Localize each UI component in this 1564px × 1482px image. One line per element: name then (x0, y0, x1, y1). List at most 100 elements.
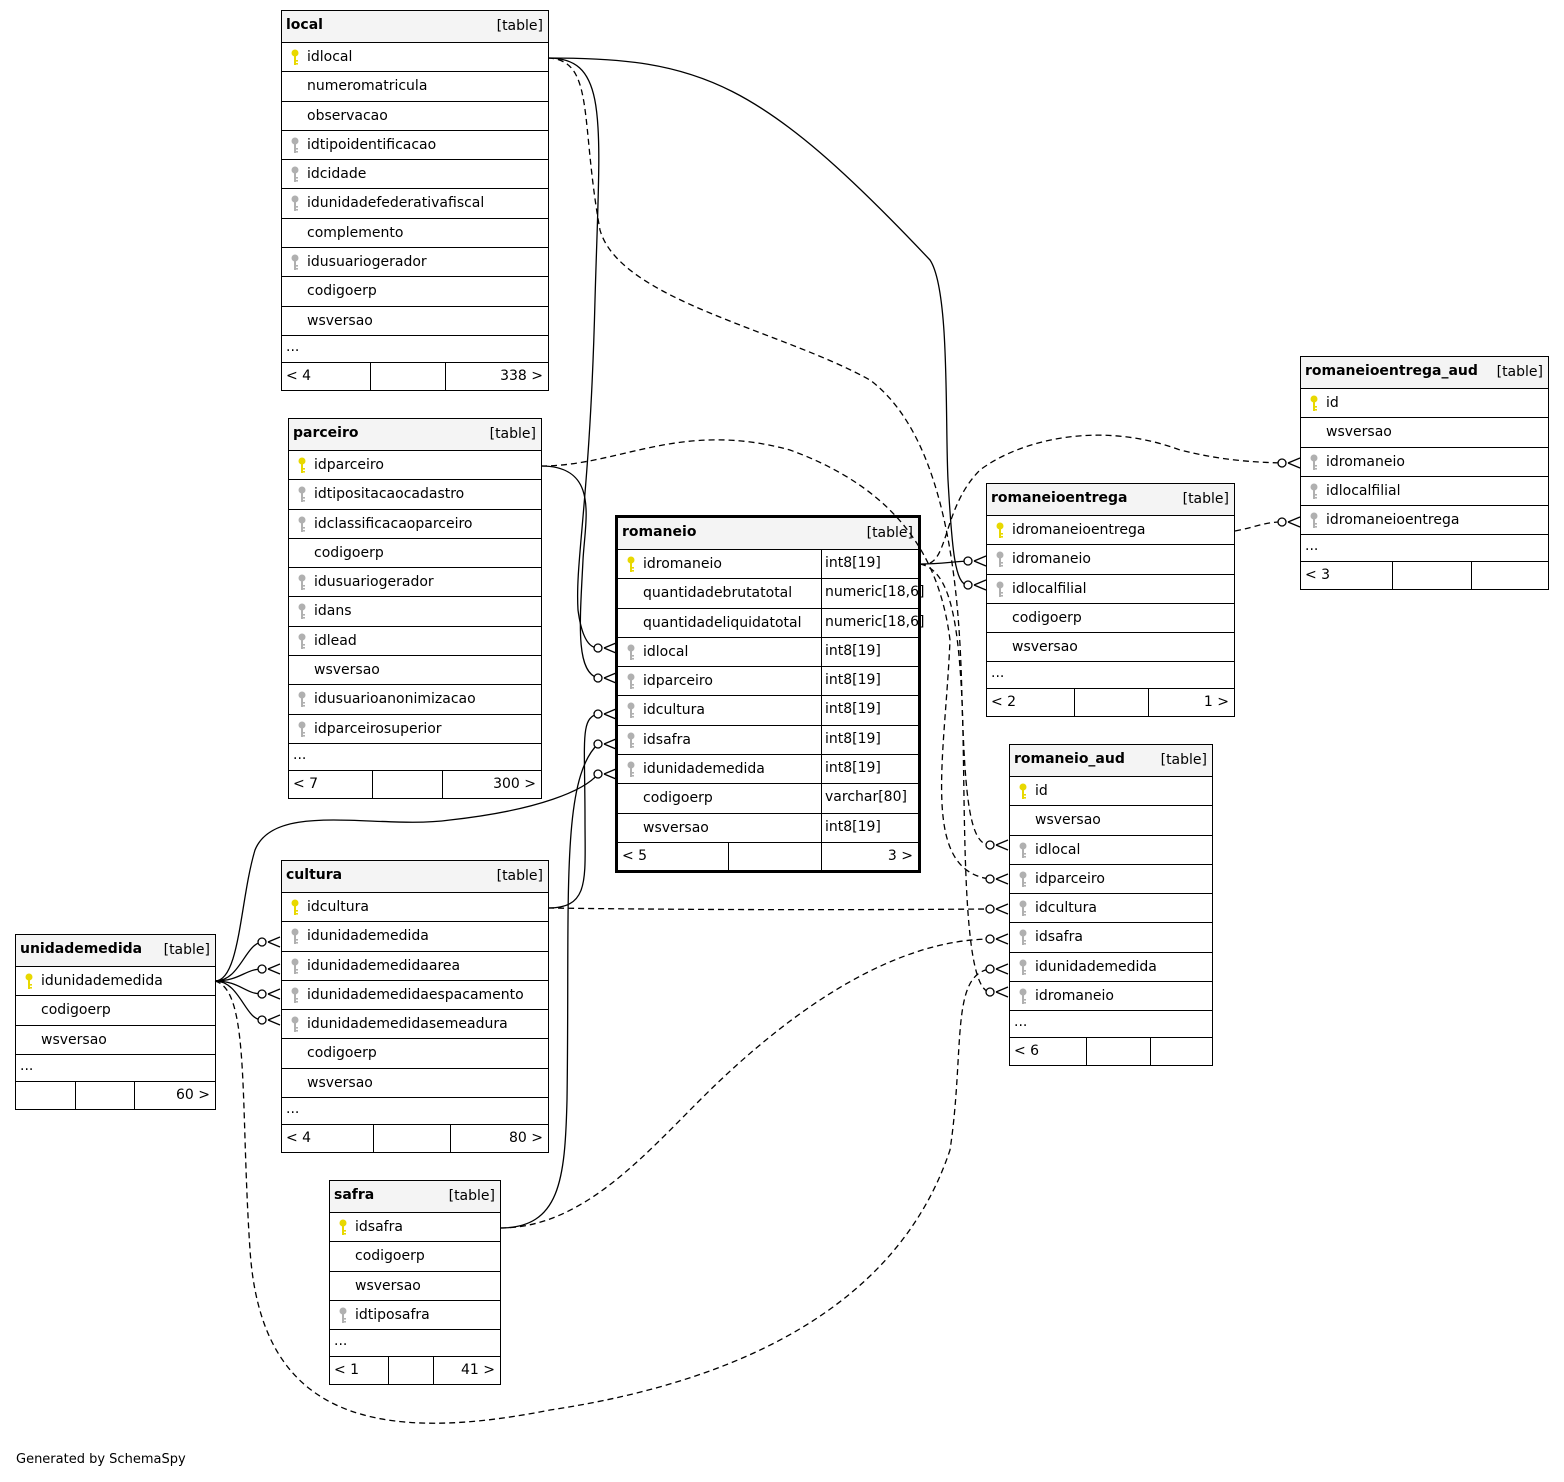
column-row[interactable]: idclassificacaoparceiro (289, 510, 541, 539)
column-row[interactable]: idcultura (1010, 894, 1212, 924)
parent-count[interactable]: < 1 (334, 1362, 360, 1379)
table-header[interactable]: romaneio_aud[table] (1010, 745, 1212, 777)
column-row[interactable]: idusuarioanonimizacao (289, 685, 541, 715)
column-row[interactable]: idunidademedida (1010, 953, 1212, 983)
column-row[interactable]: complemento (282, 219, 548, 249)
column-row[interactable]: idusuariogerador (282, 248, 548, 278)
child-count[interactable]: 3 > (887, 847, 913, 864)
column-row[interactable]: idunidadefederativafiscal (282, 189, 548, 219)
column-row[interactable]: idsafra (330, 1213, 500, 1243)
column-row[interactable]: idunidademedida (16, 967, 215, 997)
column-row[interactable]: wsversao (282, 307, 548, 336)
column-row[interactable]: codigoerp (987, 604, 1234, 634)
table-header[interactable]: romaneioentrega_aud[table] (1301, 357, 1548, 389)
column-row[interactable]: wsversao (330, 1272, 500, 1301)
column-row[interactable]: idunidademedida (282, 922, 548, 952)
column-name: idunidademedidaespacamento (307, 986, 524, 1003)
column-row[interactable]: idcidade (282, 160, 548, 190)
column-row[interactable]: idlocal (282, 43, 548, 73)
column-row[interactable]: codigoerp (16, 996, 215, 1026)
child-count[interactable]: 300 > (493, 775, 536, 792)
column-row[interactable]: idans (289, 597, 541, 627)
column-name: idromaneioentrega (1326, 512, 1460, 529)
column-row[interactable]: wsversao (16, 1026, 215, 1055)
table-header[interactable]: unidademedida[table] (16, 935, 215, 967)
column-row[interactable]: idunidademedidaespacamento (282, 981, 548, 1011)
column-row[interactable]: idromaneioentrega (1301, 506, 1548, 536)
parent-count[interactable]: < 4 (286, 367, 312, 384)
column-row[interactable]: idunidademedidaarea (282, 952, 548, 981)
column-row[interactable]: numeromatricula (282, 72, 548, 102)
column-row[interactable]: idtiposafra (330, 1301, 500, 1331)
column-row[interactable]: idsafra (1010, 923, 1212, 953)
table-header[interactable]: romaneio[table] (618, 518, 918, 550)
column-row[interactable]: observacao (282, 102, 548, 131)
child-count[interactable]: 338 > (500, 367, 543, 384)
child-count[interactable]: 80 > (509, 1130, 543, 1147)
column-row[interactable]: codigoerp (289, 539, 541, 569)
column-row[interactable]: idlocal (1010, 836, 1212, 865)
foreign-key-icon (298, 574, 306, 591)
column-row[interactable]: idromaneio (1301, 448, 1548, 477)
column-row[interactable]: idlocalfilial (1301, 477, 1548, 507)
parent-count[interactable]: < 2 (991, 694, 1017, 711)
column-row[interactable]: idromaneioentrega (987, 516, 1234, 546)
child-count[interactable]: 60 > (176, 1086, 210, 1103)
column-row[interactable]: idcultura (282, 893, 548, 923)
column-row[interactable]: idparceirosuperior (289, 715, 541, 744)
parent-count[interactable]: < 4 (286, 1130, 312, 1147)
column-row[interactable]: idparceiro (289, 451, 541, 481)
column-row[interactable]: idtipoidentificacao (282, 131, 548, 161)
column-row[interactable]: idparceiro (1010, 865, 1212, 895)
table-header[interactable]: local[table] (282, 11, 548, 43)
column-row[interactable]: codigoerp (282, 1039, 548, 1069)
table-header[interactable]: romaneioentrega[table] (987, 484, 1234, 516)
column-row[interactable]: idunidademedidasemeadura (282, 1010, 548, 1040)
parent-count[interactable]: < 5 (622, 847, 648, 864)
column-row[interactable]: id (1010, 777, 1212, 807)
column-row[interactable]: idlead (289, 627, 541, 657)
column-row[interactable]: wsversao (282, 1069, 548, 1099)
column-row[interactable]: idusuariogerador (289, 568, 541, 598)
column-row[interactable]: wsversao (1010, 806, 1212, 836)
column-row[interactable]: idromaneio (987, 545, 1234, 575)
column-row[interactable]: idtipositacaocadastro (289, 480, 541, 510)
parent-count[interactable]: < 6 (1014, 1043, 1040, 1060)
column-row[interactable]: idlocalfilial (987, 575, 1234, 604)
table-footer: < 4 80 > (282, 1125, 548, 1153)
child-count[interactable]: 1 > (1203, 694, 1229, 711)
table-header[interactable]: parceiro[table] (289, 419, 541, 451)
column-row[interactable]: idromaneio (1010, 982, 1212, 1012)
column-row[interactable]: wsversao (1301, 418, 1548, 448)
child-count[interactable]: 41 > (461, 1362, 495, 1379)
parent-count[interactable]: < 3 (1305, 567, 1331, 584)
column-row[interactable]: wsversao (289, 656, 541, 686)
table-header[interactable]: cultura[table] (282, 861, 548, 893)
column-row[interactable]: codigoerp (330, 1242, 500, 1272)
column-row[interactable]: codigoerp (282, 277, 548, 307)
column-row[interactable]: wsversao (987, 633, 1234, 663)
parent-count[interactable]: < 7 (293, 775, 319, 792)
column-row[interactable]: id (1301, 389, 1548, 419)
column-type: int8[19] (825, 730, 881, 747)
table-header[interactable]: safra[table] (330, 1181, 500, 1213)
